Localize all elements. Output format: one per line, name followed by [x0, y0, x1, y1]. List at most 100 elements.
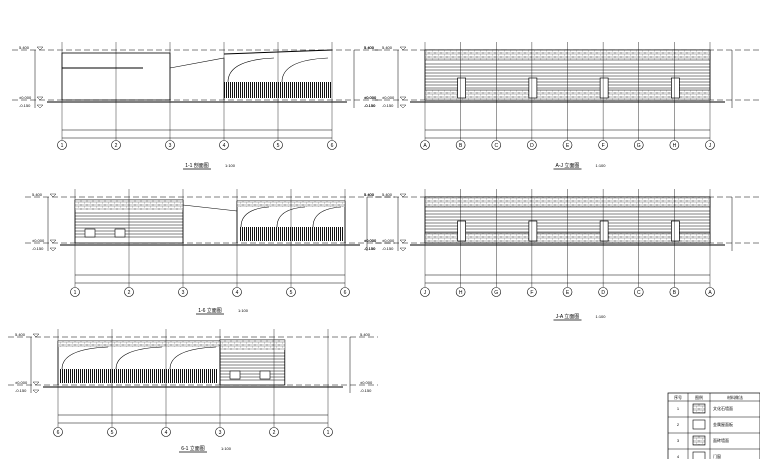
axis-label: A	[423, 143, 427, 149]
legend-row-number: 1	[677, 406, 680, 411]
truss-curve	[240, 206, 270, 228]
axis-label: F	[530, 290, 533, 296]
level-mark-right: 5.400	[364, 45, 375, 50]
level-mark-left: ±0.000	[19, 95, 32, 100]
axis-bubble	[491, 287, 502, 297]
axis-bubble	[323, 427, 333, 437]
window	[259, 370, 271, 380]
level-triangle-icon	[49, 239, 57, 244]
axis-label: E	[566, 143, 570, 149]
axis-label: 2	[128, 290, 131, 296]
axis-label: 5	[277, 143, 280, 149]
level-triangle-icon	[399, 104, 407, 109]
door	[671, 220, 680, 242]
axis-label: 2	[273, 430, 276, 436]
level-mark-left: -0.150	[19, 103, 31, 108]
level-mark-left: 5.400	[32, 192, 43, 197]
door	[528, 77, 538, 99]
drawing-scale: 1:100	[238, 308, 249, 313]
legend-row-number: 2	[677, 422, 680, 427]
axis-bubble	[455, 287, 466, 297]
axis-bubble	[598, 140, 608, 150]
drawing-title: 1-6 立面图	[198, 307, 222, 314]
level-mark-left: -0.150	[15, 388, 27, 393]
axis-bubble	[53, 427, 63, 437]
level-triangle-icon	[32, 389, 40, 394]
axis-bubble	[669, 287, 680, 297]
level-mark-left: 5.400	[15, 332, 26, 337]
legend-border	[667, 392, 760, 459]
level-mark-right: 5.400	[364, 192, 375, 197]
level-mark-left: -0.150	[382, 103, 394, 108]
truss-curve	[61, 346, 109, 370]
level-mark-left: -0.150	[382, 246, 394, 251]
axis-bubble	[165, 140, 175, 150]
axis-label: 6	[331, 143, 334, 149]
level-mark-right: ±0.000	[364, 95, 377, 100]
drawing-scale: 1:100	[221, 446, 232, 451]
level-mark-right: 5.400	[364, 192, 375, 197]
level-triangle-icon	[32, 333, 40, 338]
level-mark-right: -0.150	[364, 246, 376, 251]
level-mark-right: -0.150	[360, 388, 372, 393]
axis-label: 6	[57, 430, 60, 436]
level-triangle-icon	[399, 239, 407, 244]
axis-bubble	[527, 140, 537, 150]
level-mark-right: ±0.000	[364, 238, 377, 243]
legend-header: 材料做法	[727, 394, 743, 400]
drawing-title: A-J 立面图	[556, 162, 580, 169]
axis-label: D	[601, 290, 605, 296]
level-triangle-icon	[36, 96, 44, 101]
axis-bubble	[562, 140, 573, 150]
axis-bubble	[111, 140, 121, 150]
axis-bubble	[562, 287, 573, 297]
axis-bubble	[219, 140, 229, 150]
truss-curve	[276, 206, 306, 228]
axis-bubble	[527, 287, 537, 297]
canopy-fascia	[58, 341, 220, 347]
legend-row-text: 金属屋面板	[713, 421, 733, 427]
level-mark-left: 5.400	[19, 45, 30, 50]
axis-label: 6	[344, 290, 347, 296]
level-triangle-icon	[399, 193, 407, 198]
axis-bubble	[124, 287, 134, 297]
truss-curve	[227, 57, 275, 83]
axis-label: D	[530, 143, 534, 149]
axis-bubble	[161, 427, 171, 437]
level-mark-left: ±0.000	[15, 380, 28, 385]
truss-curve	[312, 206, 342, 228]
axis-label: C	[637, 290, 641, 296]
drawing-scale: 1:100	[596, 163, 607, 168]
door	[599, 77, 609, 99]
window	[229, 370, 241, 380]
level-triangle-icon	[399, 247, 407, 252]
axis-bubble	[232, 287, 242, 297]
axis-bubble	[215, 427, 225, 437]
axis-bubble	[420, 140, 430, 150]
level-mark-right: 5.400	[364, 45, 375, 50]
truss-curve	[281, 57, 329, 83]
axis-label: J	[709, 143, 712, 149]
axis-label: 4	[236, 290, 239, 296]
axis-bubble	[491, 140, 502, 150]
level-triangle-icon	[399, 46, 407, 51]
axis-label: 1	[61, 143, 64, 149]
level-triangle-icon	[399, 96, 407, 101]
axis-label: 3	[182, 290, 185, 296]
axis-label: H	[459, 290, 463, 296]
axis-bubble	[107, 427, 117, 437]
level-mark-right: -0.150	[364, 103, 376, 108]
truss-curve	[169, 346, 217, 370]
drawing-title: 1-1 剖面图	[185, 162, 209, 169]
axis-label: 4	[165, 430, 168, 436]
level-triangle-icon	[36, 104, 44, 109]
axis-label: G	[494, 290, 498, 296]
axis-bubble	[340, 287, 350, 297]
fence-grille	[60, 369, 218, 383]
legend-header: 序号	[674, 394, 682, 400]
level-mark-right: -0.150	[364, 103, 376, 108]
